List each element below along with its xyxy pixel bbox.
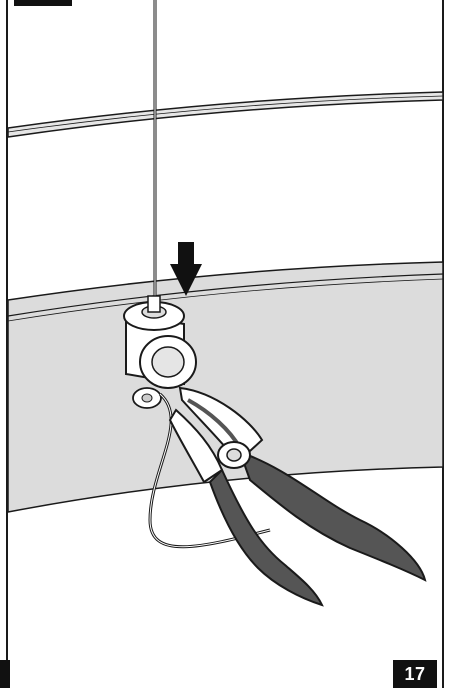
bottom-left-corner-mark: [0, 660, 10, 688]
page-number: 17: [393, 660, 437, 688]
upper-rim-band: [8, 92, 443, 137]
lower-shaded-band: [8, 262, 443, 512]
washer-icon: [133, 388, 161, 408]
